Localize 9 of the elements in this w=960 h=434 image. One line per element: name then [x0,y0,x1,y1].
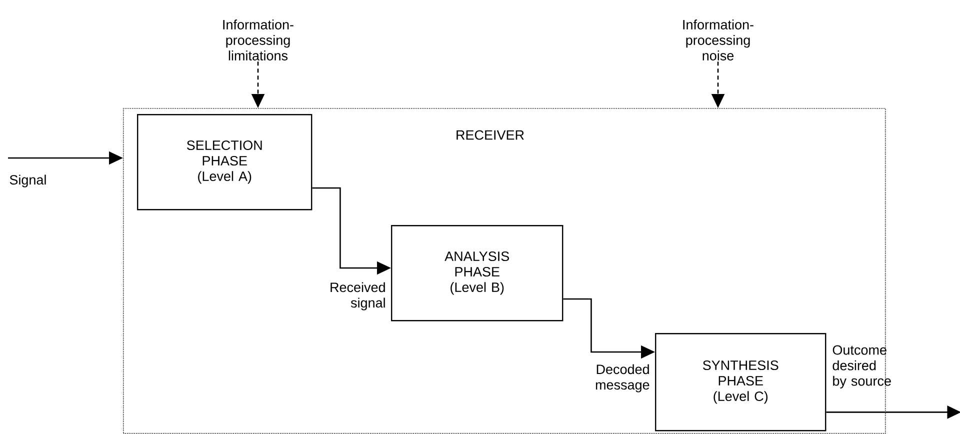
edge-label: Received signal [330,282,385,310]
phase-box: ANALYSIS PHASE (Level B) [391,225,564,322]
phase-box: SYNTHESIS PHASE (Level C) [655,333,826,432]
edge-label: Outcome desired by source [832,345,891,388]
edge-label: Decoded message [596,364,650,392]
input-label: Information-processing limitations [223,20,294,60]
input-label: Information-processing noise [683,20,754,60]
edge-label: Signal [10,174,46,188]
phase-box: SELECTION PHASE (Level A) [137,114,312,210]
